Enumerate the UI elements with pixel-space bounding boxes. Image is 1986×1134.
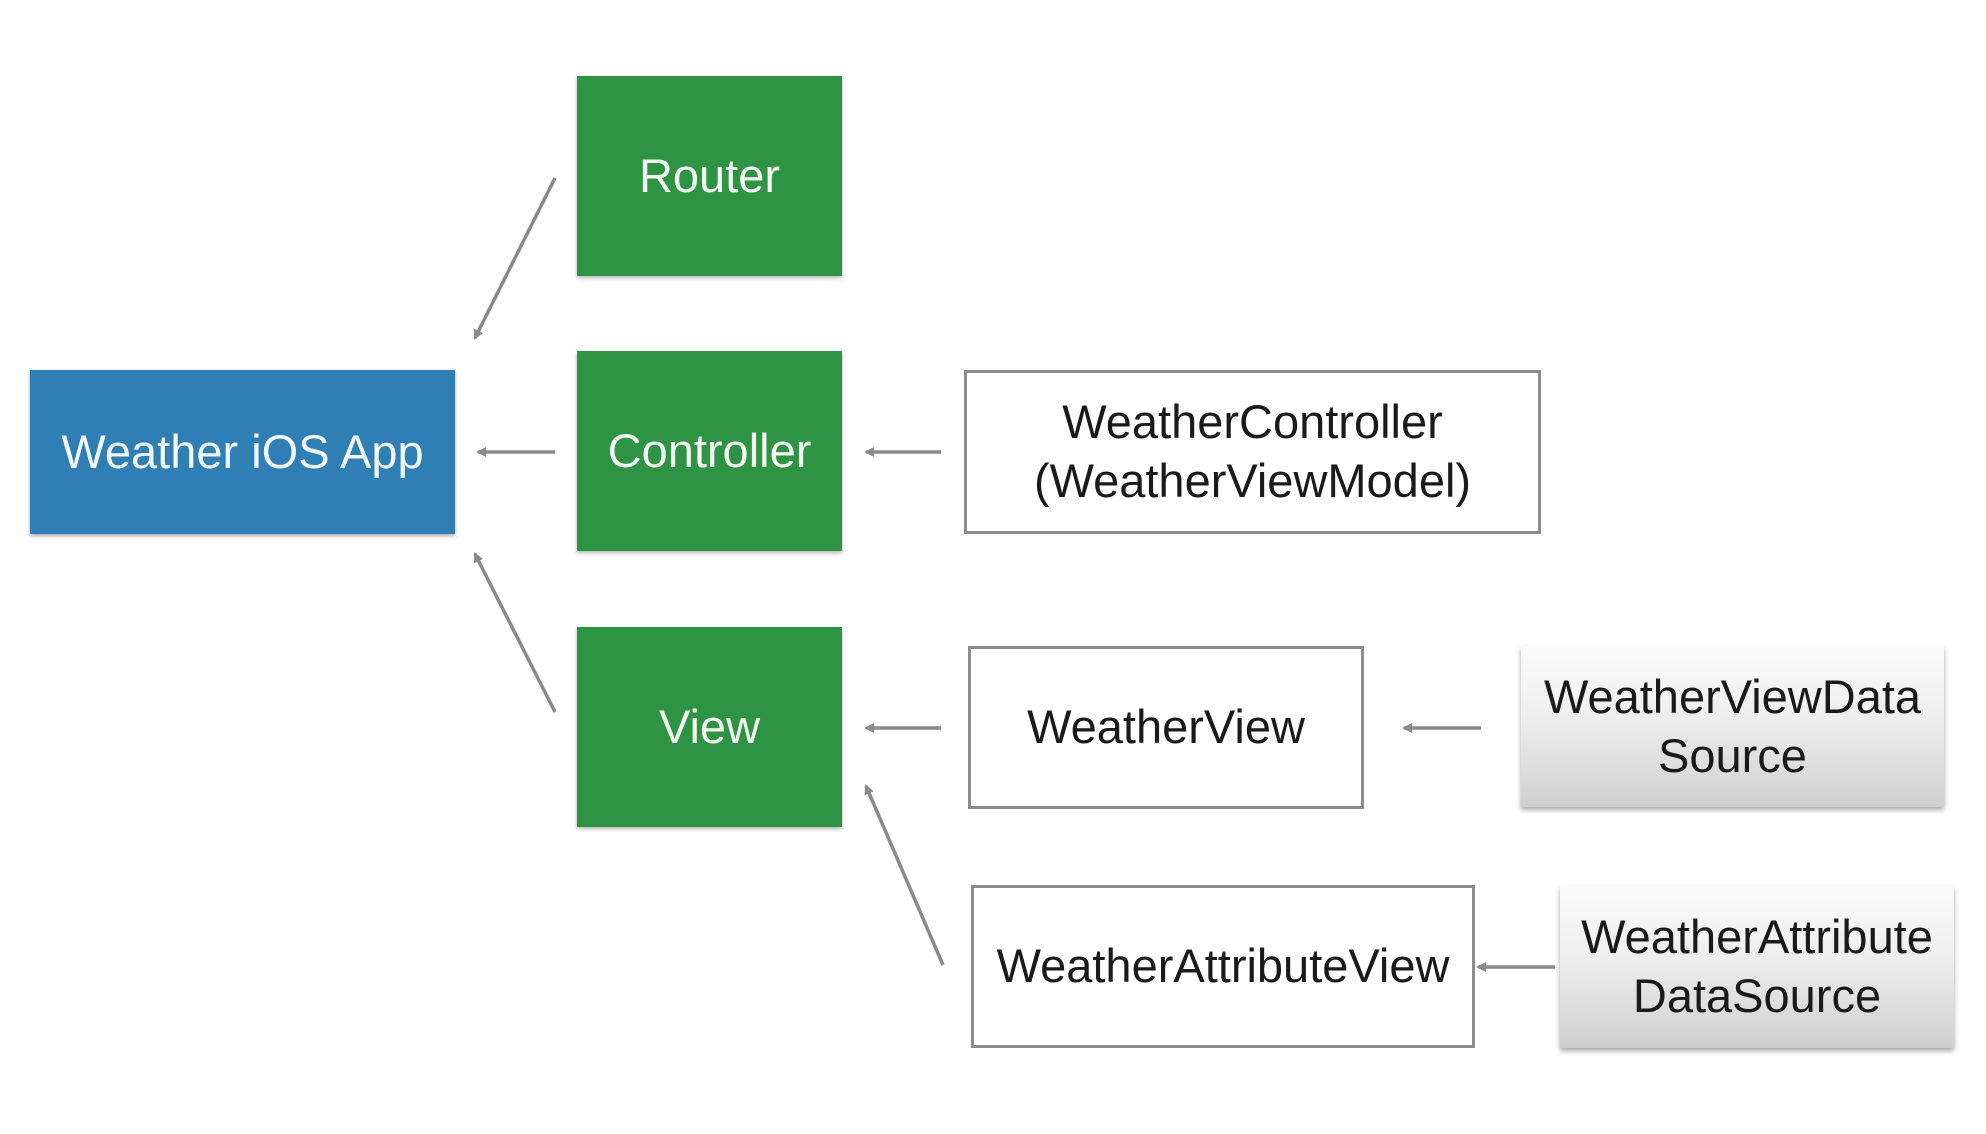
weather-view-datasource-line1: WeatherViewData: [1543, 669, 1922, 723]
weather-controller-node: WeatherController (WeatherViewModel): [964, 370, 1541, 534]
weather-view-label: WeatherView: [1027, 700, 1305, 754]
weather-attribute-datasource-node: WeatherAttribute DataSource: [1560, 886, 1954, 1048]
weather-view-datasource-node: WeatherViewData Source: [1521, 646, 1944, 807]
weather-controller-line2: (WeatherViewModel): [1033, 454, 1472, 507]
weather-attribute-view-label: WeatherAttributeView: [996, 939, 1450, 993]
arrow-view-to-app: [473, 552, 557, 713]
weather-view-datasource-line2: Source: [1658, 728, 1807, 782]
weather-attribute-datasource-line1: WeatherAttribute: [1581, 910, 1933, 964]
weather-ios-app-label: Weather iOS App: [61, 424, 424, 478]
router-node: Router: [577, 76, 842, 276]
arrow-router-to-app: [473, 177, 557, 340]
weather-view-node: WeatherView: [968, 646, 1364, 809]
weather-ios-app-node: Weather iOS App: [30, 370, 455, 534]
arrow-weatherattributeview-to-view: [864, 784, 945, 966]
weather-attribute-view-node: WeatherAttributeView: [971, 885, 1475, 1048]
view-node: View: [577, 627, 842, 827]
view-label: View: [658, 699, 761, 753]
controller-label: Controller: [607, 423, 812, 477]
controller-node: Controller: [577, 351, 842, 551]
weather-controller-line1: WeatherController: [1062, 395, 1443, 449]
router-label: Router: [638, 148, 781, 202]
weather-attribute-datasource-line2: DataSource: [1632, 969, 1882, 1022]
